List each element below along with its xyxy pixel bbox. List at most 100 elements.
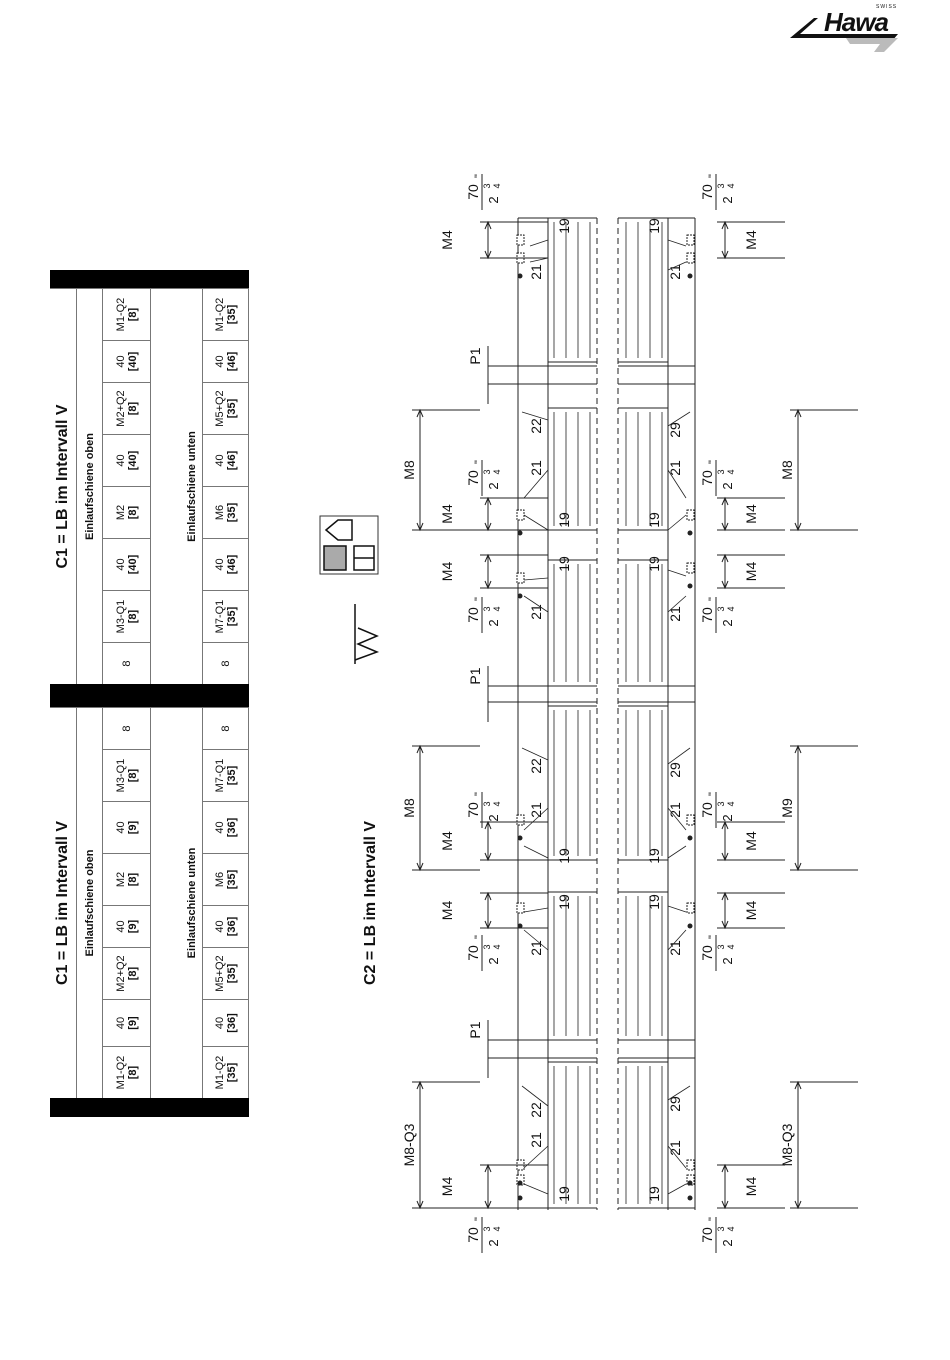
drawing-line: [523, 469, 549, 499]
dim-70-inch: 3: [482, 801, 492, 806]
dim-m4: M4: [439, 1177, 455, 1197]
part-number-21: 21: [528, 940, 544, 956]
part-number-19: 19: [646, 512, 662, 528]
dim-70-inch: 70: [699, 184, 715, 200]
dim-70-inch: 3: [716, 606, 726, 611]
drawing-line: [667, 1145, 687, 1169]
drawing-line: [523, 1183, 549, 1195]
fitting: [686, 1159, 695, 1171]
dim-70-inch: 3: [716, 183, 726, 188]
drawing-line: [667, 845, 687, 859]
dim-m4: M4: [439, 230, 455, 250]
dim-m9: M9: [779, 798, 795, 818]
dim-70-inch: 4: [492, 944, 502, 949]
part-number-21: 21: [667, 264, 683, 280]
drawing-line: [529, 257, 549, 263]
fitting: [516, 814, 525, 826]
dim-m8: M8: [779, 460, 795, 480]
dim-70-inch: 70: [699, 802, 715, 818]
dim-m8-q3: M8-Q3: [401, 1123, 417, 1166]
drawing-line: [523, 514, 549, 531]
dim-70-inch: 70: [465, 945, 481, 961]
part-number-19: 19: [646, 1186, 662, 1202]
part-number-19: 19: [646, 848, 662, 864]
part-number-21: 21: [667, 1140, 683, 1156]
fitting: [516, 572, 525, 584]
part-number-19: 19: [556, 894, 572, 910]
dim-70-inch: 70: [465, 802, 481, 818]
dim-70-inch: 4: [726, 944, 736, 949]
dim-70-inch: 4: [726, 469, 736, 474]
dim-m4: M4: [743, 831, 759, 851]
dim-m4: M4: [439, 562, 455, 582]
dim-70-inch: ": [473, 597, 485, 601]
drawing-line: [667, 469, 687, 499]
part-number-19: 19: [646, 894, 662, 910]
dim-m4: M4: [439, 831, 455, 851]
fitting: [686, 509, 695, 521]
dim-70-inch: ": [707, 597, 719, 601]
part-number-21: 21: [667, 940, 683, 956]
dim-70-inch: 3: [716, 469, 726, 474]
part-number-21: 21: [528, 802, 544, 818]
dim-70-inch: ": [473, 460, 485, 464]
dim-70-inch: 2: [486, 957, 501, 964]
pin: [687, 583, 693, 589]
drawing-line: [667, 239, 687, 247]
dim-m4: M4: [743, 230, 759, 250]
part-number-21: 21: [528, 1132, 544, 1148]
fitting: [516, 509, 525, 521]
pin: [687, 273, 693, 279]
dim-70-inch: 2: [486, 1239, 501, 1246]
hawa-logo: Hawa SWISS: [788, 4, 900, 52]
fitting: [686, 234, 695, 246]
drawing-line: [523, 929, 549, 951]
dim-70-inch: 70: [699, 945, 715, 961]
dim-70-inch: ": [707, 792, 719, 796]
dim-70-inch: 4: [492, 469, 502, 474]
dim-70-inch: 70: [699, 1227, 715, 1243]
dim-m4: M4: [743, 1177, 759, 1197]
fitting: [516, 902, 525, 914]
part-number-19: 19: [556, 848, 572, 864]
dim-p1: P1: [467, 667, 483, 684]
brand-tagline: SWISS: [876, 4, 898, 10]
dim-m4: M4: [743, 901, 759, 921]
part-number-22: 22: [528, 418, 544, 434]
drawing-line: [523, 907, 549, 913]
dim-70-inch: 2: [486, 814, 501, 821]
drawing-line: [667, 595, 687, 613]
fitting: [516, 234, 525, 246]
dim-70-inch: 70: [465, 1227, 481, 1243]
dim-70-inch: 4: [492, 183, 502, 188]
pin: [517, 593, 523, 599]
part-number-19: 19: [556, 512, 572, 528]
dim-70-inch: 2: [720, 814, 735, 821]
dim-70-inch: 2: [720, 957, 735, 964]
dim-70-inch: ": [707, 1217, 719, 1221]
dim-70-inch: 2: [720, 1239, 735, 1246]
part-number-19: 19: [556, 556, 572, 572]
dim-70-inch: 2: [486, 619, 501, 626]
drawing-line: [667, 514, 687, 531]
part-number-21: 21: [667, 460, 683, 476]
dim-70-inch: 3: [716, 1226, 726, 1231]
dim-m8: M8: [401, 460, 417, 480]
part-number-21: 21: [667, 802, 683, 818]
dim-70-inch: 4: [492, 801, 502, 806]
drawing-line: [529, 239, 549, 247]
dim-70-inch: 3: [482, 1226, 492, 1231]
dim-m4: M4: [439, 504, 455, 524]
dim-70-inch: 2: [720, 196, 735, 203]
pin: [517, 1195, 523, 1201]
part-number-29: 29: [667, 1096, 683, 1112]
drawing-line: [521, 1085, 549, 1107]
dim-70-inch: ": [707, 935, 719, 939]
drawing-line: [667, 411, 691, 427]
dim-70-inch: 2: [720, 619, 735, 626]
dim-m8-q3: M8-Q3: [779, 1123, 795, 1166]
part-number-21: 21: [528, 460, 544, 476]
fitting: [686, 1174, 695, 1186]
dim-70-inch: ": [473, 174, 485, 178]
dim-70-inch: 3: [716, 944, 726, 949]
